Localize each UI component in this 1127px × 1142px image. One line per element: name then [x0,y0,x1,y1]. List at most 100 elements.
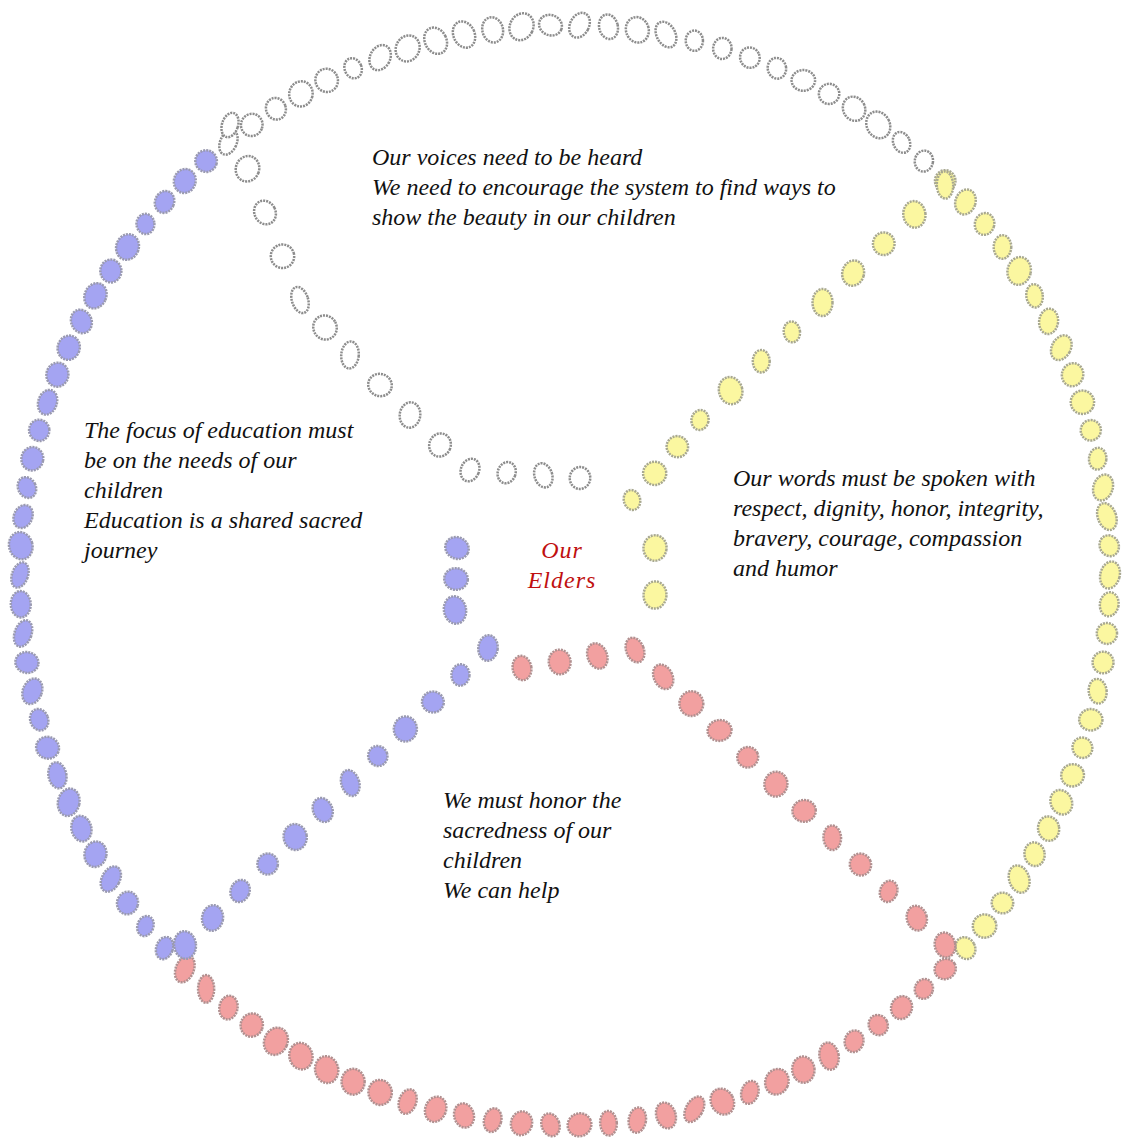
wheel-dot [1096,532,1122,559]
wheel-dot [288,285,312,316]
wheel-dot [690,408,711,431]
wheel-dot [10,502,36,531]
wheel-dot [511,654,533,681]
wheel-dot [282,822,309,852]
wheel-dot [1059,361,1086,389]
wheel-dot [680,1093,708,1125]
wheel-dot [152,188,178,216]
wheel-dot [153,935,176,962]
wheel-dot [505,9,538,44]
wheel-dot [340,341,360,369]
wheel-dot [312,65,341,95]
wheel-dot [865,1012,891,1039]
wheel-dot [973,211,997,237]
wheel-dot [890,129,914,155]
wheel-dot [395,1087,419,1117]
wheel-dot [457,456,482,484]
wheel-dot [135,914,157,939]
quadrant-text: We need to encourage the system to find … [372,172,852,232]
wheel-dot [421,690,446,714]
wheel-dot [11,618,36,649]
wheel-dot [443,567,468,590]
wheel-dot [365,743,390,768]
wheel-dot [679,691,703,716]
wheel-dot [442,533,473,563]
quadrant-text: We can help [443,875,668,905]
wheel-dot [734,744,762,771]
wheel-dot [27,706,51,733]
wheel-dot [599,1110,617,1136]
wheel-dot [862,107,895,142]
wheel-dot [44,361,70,389]
wheel-dot [1047,332,1076,364]
wheel-dot [1079,418,1103,442]
wheel-dot [1069,734,1095,761]
wheel-dot [6,529,36,562]
wheel-dot [200,904,225,933]
wheel-dot [238,111,266,140]
wheel-dot [19,445,45,472]
wheel-dot [366,1078,394,1107]
quadrant-text: The focus of education must be on the ne… [84,415,369,505]
wheel-dot [548,649,572,676]
wheel-dot [564,1109,596,1140]
wheel-dot [10,591,31,618]
wheel-dot [737,44,763,70]
wheel-dot [912,976,936,1001]
wheel-dot [341,1068,365,1095]
wheel-dot [46,761,69,790]
wheel-dot [1005,863,1033,896]
wheel-dot [237,1010,266,1040]
wheel-dot [1090,472,1116,503]
wheel-dot [481,1106,504,1134]
wheel-dot [994,235,1012,259]
wheel-dot [8,560,32,590]
wheel-dot [97,863,125,895]
wheel-dot [172,930,197,960]
wheel-dot [753,350,770,372]
wheel-dot [712,37,732,59]
wheel-quadrant: The focus of education must be on the ne… [84,415,369,565]
wheel-dot [902,200,927,229]
wheel-dot [839,93,870,125]
wheel-dot [217,994,239,1021]
wheel-dot [442,594,469,625]
wheel-dot [716,374,746,406]
wheel-dot [365,371,395,400]
wheel-dot [286,1040,315,1072]
wheel-dot [1057,760,1087,790]
wheel-dot [100,260,121,283]
wheel-dot [952,934,979,963]
wheel-dot [313,1054,341,1085]
wheel-dot [114,889,140,917]
wheel-dot [931,955,960,983]
wheel-quadrant: Our voices need to be heardWe need to en… [372,142,852,232]
wheel-dot [651,18,680,51]
wheel-dot [477,634,499,661]
wheel-dot [1096,622,1118,644]
wheel-dot [391,31,424,65]
wheel-dot [495,460,519,486]
wheel-dot [685,30,703,51]
wheel-dot [565,9,594,41]
wheel-dot [219,111,242,140]
wheel-dot [538,1111,563,1139]
wheel-dot [1094,500,1121,532]
wheel-dot [80,279,110,312]
wheel-dot [812,289,832,316]
wheel-dot [1092,651,1114,674]
wheel-dot [738,1079,761,1107]
wheel-dot [1087,678,1108,705]
wheel-dot [791,70,815,91]
wheel-dot [877,878,901,904]
wheel-dot [706,1084,739,1118]
wheel-dot [783,320,802,343]
wheel-dot [420,24,452,58]
wheel-dot [1005,255,1034,287]
wheel-dot [171,166,199,196]
wheel-dot [791,1055,816,1083]
wheel-dot [904,904,929,933]
wheel-dot [55,786,82,818]
wheel-dot [256,852,279,876]
wheel-dot [763,770,789,798]
